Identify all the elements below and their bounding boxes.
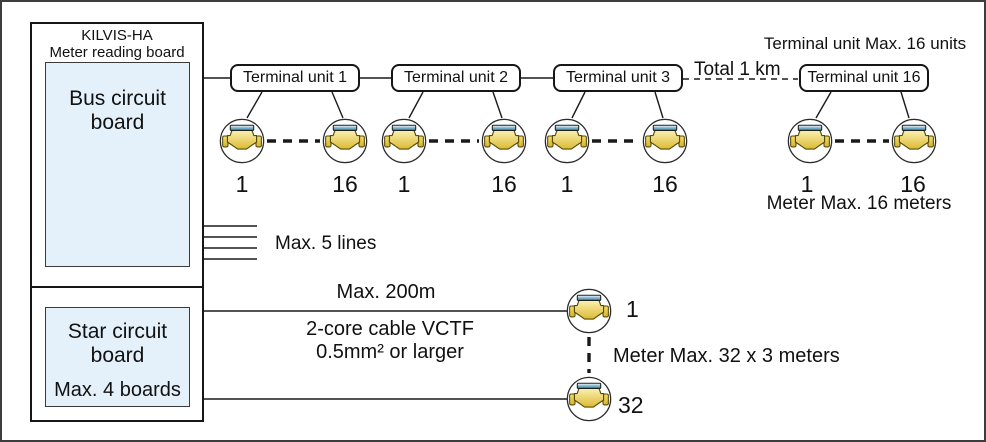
drop-line	[900, 91, 910, 119]
max-5-lines-note: Max. 5 lines	[275, 233, 377, 254]
board-subtitle: Meter reading board	[49, 44, 185, 61]
star-meter-number-last: 32	[618, 392, 644, 418]
cable-spec-note: 2-core cable VCTF 0.5mm² or larger	[306, 318, 474, 364]
terminal-unit-label: Terminal unit 2	[403, 69, 509, 86]
water-meter-icon	[219, 118, 265, 164]
total-distance-note: Total 1 km	[694, 59, 781, 80]
terminal-unit-16: Terminal unit 16	[799, 64, 929, 92]
terminal-unit-label: Terminal unit 16	[807, 69, 921, 86]
star-board-capacity: Max. 4 boards	[54, 379, 181, 401]
meter-number: 16	[900, 171, 926, 197]
board-name: KILVIS-HA	[81, 27, 153, 44]
meter-max-32-note: Meter Max. 32 x 3 meters	[613, 345, 840, 367]
drop-line	[815, 91, 832, 119]
water-meter-icon	[642, 118, 688, 164]
drop-line	[571, 91, 586, 119]
max-200m-note: Max. 200m	[336, 281, 436, 303]
drop-line	[331, 91, 344, 119]
board-title: KILVIS-HA Meter reading board	[49, 27, 184, 61]
meter-number: 1	[397, 171, 411, 197]
star-circuit-board-label: board	[90, 344, 145, 367]
terminal-unit-max-note: Terminal unit Max. 16 units	[763, 34, 967, 53]
drop-line	[408, 91, 424, 119]
meter-number: 1	[560, 171, 574, 197]
meter-number: 1	[800, 171, 814, 197]
water-meter-icon	[566, 288, 612, 334]
terminal-unit-1: Terminal unit 1	[230, 64, 360, 92]
board-section-divider	[30, 286, 204, 288]
terminal-unit-2: Terminal unit 2	[391, 64, 521, 92]
star-circuit-board: Star circuit board Max. 4 boards	[45, 307, 190, 407]
bus-circuit-board-label: Bus circuit	[69, 87, 166, 110]
drop-line	[492, 91, 503, 119]
cable-spec-line: 0.5mm² or larger	[316, 341, 464, 363]
bus-circuit-board: Bus circuit board	[45, 62, 190, 267]
drop-line	[246, 91, 263, 119]
drop-line	[654, 91, 664, 119]
star-circuit-board-label: Star circuit	[67, 320, 168, 343]
terminal-unit-3: Terminal unit 3	[553, 64, 683, 92]
meter-number: 1	[235, 171, 249, 197]
meter-number: 16	[652, 171, 678, 197]
star-meter-number-first: 1	[626, 296, 639, 322]
meter-max-16-note: Meter Max. 16 meters	[766, 193, 952, 214]
water-meter-icon	[891, 118, 937, 164]
water-meter-icon	[787, 118, 833, 164]
water-meter-icon	[544, 118, 590, 164]
water-meter-icon	[322, 118, 368, 164]
terminal-unit-label: Terminal unit 3	[565, 69, 671, 86]
bus-circuit-board-label: board	[90, 111, 145, 134]
meter-number: 16	[332, 171, 358, 197]
water-meter-icon	[381, 118, 427, 164]
water-meter-icon	[481, 118, 527, 164]
water-meter-icon	[566, 376, 612, 422]
cable-spec-line: 2-core cable VCTF	[306, 318, 474, 340]
meter-number: 16	[491, 171, 517, 197]
terminal-unit-label: Terminal unit 1	[242, 69, 348, 86]
